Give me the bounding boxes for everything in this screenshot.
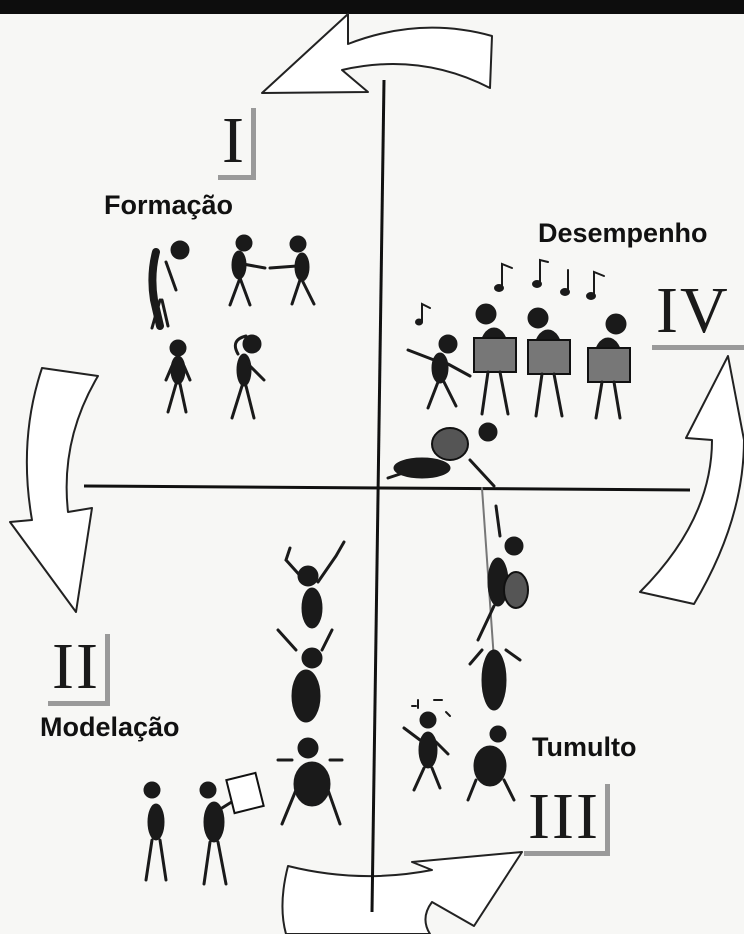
stage-2-label: Modelação: [40, 712, 180, 742]
singer-2: [527, 307, 571, 418]
standing-figure: [164, 339, 192, 414]
norming-figures: [143, 540, 346, 886]
right-curved-arrow: [639, 355, 744, 605]
top-curved-arrow: [261, 13, 493, 94]
performing-choir: [406, 258, 631, 420]
stage-2-numeral: II: [48, 634, 110, 706]
vertical-axis: [370, 79, 386, 913]
singer-3: [587, 313, 631, 420]
stage-3-numeral: III: [524, 784, 610, 856]
climber-at-top: [386, 422, 498, 488]
left-curved-arrow: [9, 367, 99, 613]
sign-holder-figure: [199, 771, 265, 886]
conductor-figure: [406, 334, 472, 410]
confused-figure: [402, 699, 451, 792]
thinking-figure: [230, 334, 266, 420]
pyramid-top-figure: [284, 540, 346, 629]
stage-1-label: Formação: [104, 190, 234, 220]
curious-figure: [143, 781, 168, 882]
pyramid-bottom-figure: [276, 737, 344, 826]
pyramid-middle-figure: [276, 628, 334, 723]
stage-1-numeral: I: [218, 108, 256, 180]
bottom-curved-arrow: [281, 851, 523, 934]
climbing-rope: [481, 487, 495, 661]
handshake-figure-left: [228, 234, 267, 307]
stack-middle-figure: [468, 648, 522, 711]
horizontal-axis: [83, 484, 691, 492]
top-dark-band: [0, 0, 744, 14]
music-notes: [415, 258, 605, 326]
stage-3-label: Tumulto: [532, 732, 637, 762]
stack-bottom-figure: [466, 725, 516, 802]
storming-figures: [402, 487, 529, 802]
cycle-arrows: [9, 13, 744, 934]
shy-figure: [148, 240, 190, 330]
forming-figures: [148, 234, 316, 420]
singer-1: [473, 303, 517, 416]
stage-4-numeral: IV: [652, 278, 744, 350]
rope-climber: [476, 504, 529, 642]
stage-4-label: Desempenho: [538, 218, 708, 248]
handshake-figure-right: [268, 235, 316, 306]
